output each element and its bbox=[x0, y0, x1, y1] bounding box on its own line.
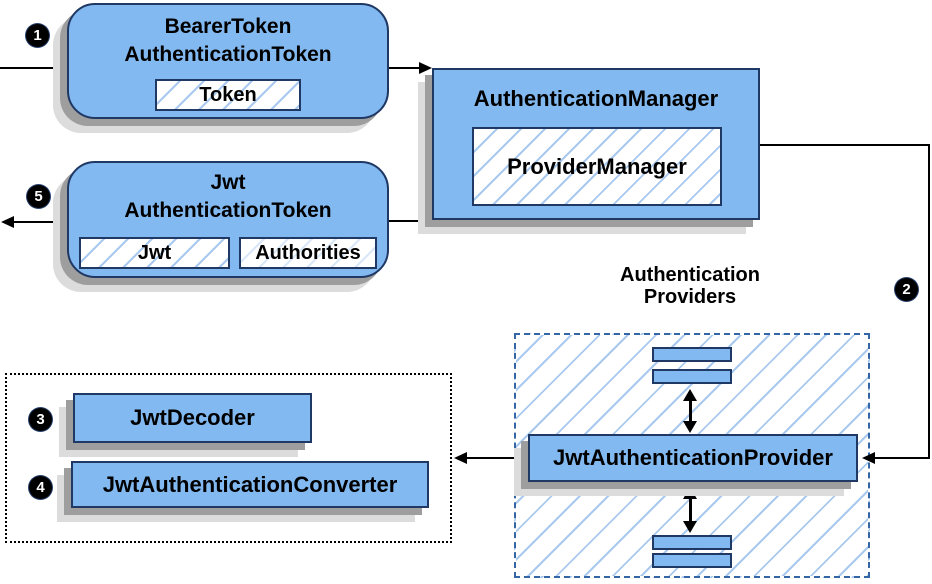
arrowhead-to-decoder-icon bbox=[454, 452, 467, 464]
authentication-providers-label-line1: Authentication bbox=[620, 264, 760, 286]
step-badge-2: 2 bbox=[895, 278, 918, 301]
authorities-chip: Authorities bbox=[239, 237, 377, 269]
double-arrow-bottom-icon bbox=[682, 487, 698, 533]
jwt-authentication-provider-node: JwtAuthenticationProvider bbox=[528, 434, 858, 482]
step-badge-4: 4 bbox=[29, 476, 52, 499]
jwt-authentication-converter-node: JwtAuthenticationConverter bbox=[71, 461, 429, 508]
jwt-authentication-token-node: Jwt AuthenticationToken Jwt Authorities bbox=[67, 161, 389, 278]
bearer-token-node: BearerToken AuthenticationToken Token bbox=[67, 3, 389, 119]
step-badge-3: 3 bbox=[29, 408, 52, 431]
provider-manager-chip: ProviderManager bbox=[472, 127, 722, 206]
authentication-manager-title: AuthenticationManager bbox=[473, 86, 719, 111]
provider-stub-bar-2 bbox=[652, 369, 732, 384]
jwt-chip: Jwt bbox=[79, 237, 230, 269]
provider-stub-bar-1 bbox=[652, 347, 732, 362]
jwt-decoder-node: JwtDecoder bbox=[73, 393, 312, 443]
arrowhead-to-manager-icon bbox=[419, 62, 432, 74]
authentication-providers-label-line2: Providers bbox=[643, 286, 737, 308]
step-badge-1: 1 bbox=[26, 24, 49, 47]
bearer-token-title-line1: BearerToken bbox=[164, 15, 292, 38]
jwt-token-title-line2: AuthenticationToken bbox=[124, 199, 332, 222]
authentication-manager-node: AuthenticationManager ProviderManager bbox=[432, 68, 760, 220]
connector-manager-to-jwt-token bbox=[389, 220, 433, 222]
authentication-providers-label: Authentication Providers bbox=[590, 264, 790, 308]
connector-provider-to-decoder bbox=[466, 457, 528, 459]
double-arrow-top-icon bbox=[682, 389, 698, 433]
decoder-converter-container bbox=[5, 373, 452, 543]
connector-token-to-manager bbox=[389, 67, 421, 69]
connector-request-in bbox=[0, 67, 67, 69]
connector-result-out bbox=[13, 221, 67, 223]
jwt-token-title-line1: Jwt bbox=[210, 171, 246, 194]
connector-step2-top bbox=[760, 144, 930, 146]
provider-stub-bar-4 bbox=[652, 553, 732, 568]
token-chip: Token bbox=[155, 79, 301, 111]
bearer-token-title-line2: AuthenticationToken bbox=[124, 43, 332, 66]
step-badge-5: 5 bbox=[27, 185, 50, 208]
connector-step2-bottom bbox=[874, 457, 930, 459]
provider-stub-bar-3 bbox=[652, 535, 732, 550]
arrowhead-result-out-icon bbox=[1, 216, 14, 228]
connector-step2-side bbox=[928, 144, 930, 458]
arrowhead-to-provider-icon bbox=[862, 452, 875, 464]
